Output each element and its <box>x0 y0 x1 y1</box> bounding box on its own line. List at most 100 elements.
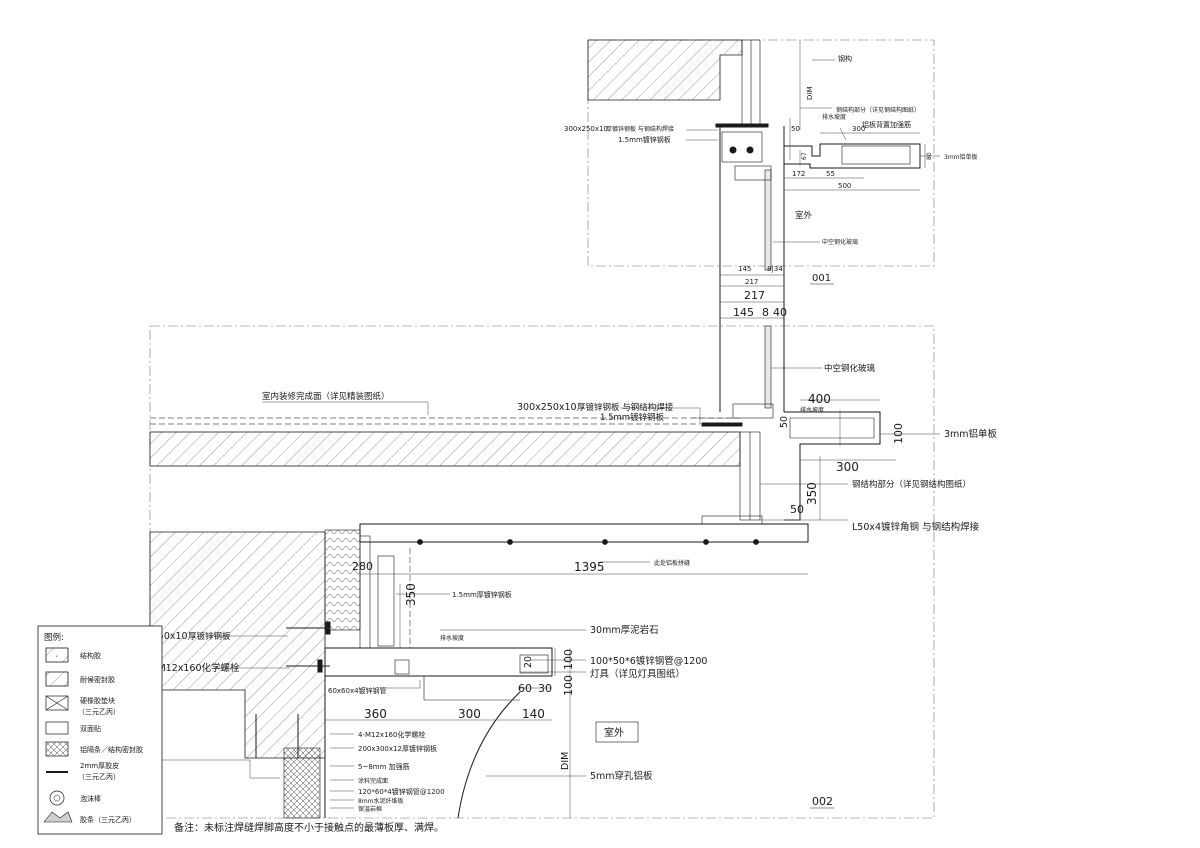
note-interior-002: 室内装修完成面（详见精装图纸） <box>262 391 390 402</box>
dim-50-002: 50 <box>779 416 790 428</box>
note-plate-002: 300x250x10 <box>517 402 577 413</box>
note-joint-002: 此处铝板拼缝 <box>654 559 690 567</box>
note-plate-001: 300x250x10 <box>564 125 608 133</box>
note-pipe-002: 60x60x4镀锌钢管 <box>328 686 387 695</box>
legend-swatch-spacer <box>45 741 69 757</box>
legend-swatch-double-tape <box>45 721 69 735</box>
legend-item-rubber-block: 硬橡胶垫块 <box>80 696 115 705</box>
detail-002-label: 002 <box>812 795 833 808</box>
lower-wall-002 <box>283 747 321 819</box>
dim-360-002: 360 <box>364 707 387 721</box>
bracket-001 <box>721 131 763 163</box>
note-rib-002: 5~8mm 加强筋 <box>358 762 410 771</box>
dim-80-001: 80 <box>926 152 933 160</box>
dim-280-002: 280 <box>352 560 373 573</box>
dim-400-002: 400 <box>808 392 831 406</box>
dim-label-002: DIM <box>560 752 571 770</box>
dim-67-001: 67 <box>801 152 808 160</box>
legend: 图例: 结构胶 耐候密封胶 硬橡胶垫块 （三元乙丙） 双面贴 铝隔条／结构密封胶… <box>37 625 163 835</box>
dim-100b-002: 100 <box>562 649 575 670</box>
dim-300-002: 300 <box>836 460 859 474</box>
dim-50-001: 50 <box>791 125 800 133</box>
floor-slab-002 <box>149 431 741 467</box>
legend-item-double-tape: 双面贴 <box>80 724 101 733</box>
footnote: 备注：未标注焊缝焊脚高度不小于接触点的最薄板厚、满焊。 <box>174 821 444 834</box>
legend-swatch-gasket <box>43 811 73 823</box>
note-stone-002: 30mm厚泥岩石 <box>590 624 659 636</box>
note-tube2-002: 120*60*4镀锌钢管@1200 <box>358 787 445 796</box>
note-outdoor-001: 室外 <box>795 210 813 221</box>
detail-001-frame <box>587 39 935 267</box>
dim-350-002: 350 <box>805 482 819 505</box>
dim-140-002: 140 <box>522 707 545 721</box>
legend-item-weather-sealant: 耐候密封胶 <box>80 675 115 684</box>
dim-172-001: 172 <box>792 170 805 178</box>
note-alu-board-002: 8mm水泥纤维板 <box>358 797 404 805</box>
legend-item-structural-adhesive: 结构胶 <box>80 651 101 660</box>
note-galv-left-002: 1.5mm厚镀锌钢板 <box>452 590 512 599</box>
dim-500-001: 500 <box>838 182 851 190</box>
detail-001-label: 001 <box>812 273 831 284</box>
dim-350b-002: 350 <box>404 583 418 606</box>
note-angle-002: L50x4镀锌角钢 与钢结构焊接 <box>852 521 980 533</box>
dim-20-002: 20 <box>523 656 534 668</box>
detail-001: 钢构 钢结构部分（详见钢结构图纸） 排水坡度 铝板背置加强筋 300x250x1… <box>564 39 978 300</box>
note-alu-reinforce-001: 铝板背置加强筋 <box>862 120 911 129</box>
note-left-plate-note-002: 厚镀锌钢板 <box>188 631 231 642</box>
note-galv-001: 1.5mm镀锌钢板 <box>618 135 671 144</box>
note-drain-002: 排水坡度 <box>800 406 824 414</box>
dim-145-001: 145 <box>738 265 751 273</box>
insulation-002 <box>324 529 361 631</box>
note-steel-part-002: 钢结构部分（详见钢结构图纸） <box>852 479 971 490</box>
note-glass-002: 中空钢化玻璃 <box>824 363 876 374</box>
note-bolt-002: 4-M12x160化学螺栓 <box>148 662 240 674</box>
note-alu-plate-002: 3mm铝单板 <box>944 428 998 440</box>
legend-swatch-foam-rod <box>49 790 65 806</box>
note-plate2-002: 200x300x12 <box>358 745 402 753</box>
slab-001 <box>587 39 743 101</box>
dim-label-001: DIM <box>806 87 814 101</box>
legend-swatch-weather-sealant <box>45 671 69 687</box>
note-plate2-note-002: 厚镀锌钢板 <box>402 744 437 753</box>
glass-001 <box>764 169 772 271</box>
stone-soffit-002 <box>324 647 553 677</box>
legend-item-gasket: 胶条（三元乙丙） <box>80 815 136 824</box>
note-insul-002: 保温岩棉 <box>358 805 382 813</box>
dim-100-002: 100 <box>892 423 905 444</box>
dim-40-002: 40 <box>773 306 787 319</box>
note-steel-frame-001: 钢构 <box>838 54 852 63</box>
glass-002 <box>764 325 772 409</box>
note-perf-002: 5mm穿孔铝板 <box>590 770 653 782</box>
legend-item-rubber-sheet: 2mm厚胶皮 <box>80 761 119 770</box>
legend-title: 图例: <box>44 632 64 643</box>
note-plate-note-002: 厚镀锌钢板 与钢结构焊接 <box>577 402 674 413</box>
note-drain2-002: 排水坡度 <box>440 634 464 642</box>
note-drain-001: 排水坡度 <box>822 113 846 121</box>
legend-item-spacer: 铝隔条／结构密封胶 <box>80 745 143 754</box>
legend-item-foam-rod: 泡沫棒 <box>80 794 101 803</box>
legend-swatch-structural-adhesive <box>45 647 69 663</box>
dim-8-002: 8 <box>762 306 769 319</box>
note-galv-002: 1.5mm镀锌钢板 <box>600 412 665 423</box>
note-plate-note-001: 厚镀锌钢板 与钢结构焊接 <box>606 125 674 133</box>
note-finish-002: 涂料完成面 <box>358 777 388 785</box>
legend-item-rubber-block-sub: （三元乙丙） <box>78 708 120 716</box>
dim-834-001: 8|34 <box>767 265 783 273</box>
note-glass-001: 中空钢化玻璃 <box>822 238 858 246</box>
dim-50b-002: 50 <box>790 503 804 516</box>
beam-002 <box>149 531 326 759</box>
note-steel-part-001: 钢结构部分（详见钢结构图纸） <box>836 106 920 114</box>
note-bolt2-002: 4-M12x160化学螺栓 <box>358 730 425 739</box>
note-tube-002: 100*50*6镀锌钢管@1200 <box>590 655 707 667</box>
dim-217-002: 217 <box>744 289 765 302</box>
note-outdoor-002: 室外 <box>604 726 624 739</box>
dim-100c-002: 100 <box>562 675 575 696</box>
dim-300b-002: 300 <box>458 707 481 721</box>
detail-002: 217 145 8 40 中空钢化玻璃 室内装修完成面（详见精装图纸） <box>128 289 998 819</box>
dim-1395-002: 1395 <box>574 560 605 574</box>
alu-panel-001 <box>784 143 921 169</box>
dim-217-001: 217 <box>745 278 758 286</box>
dim-300-001: 300 <box>852 125 865 133</box>
legend-item-rubber-sheet-sub: （三元乙丙） <box>78 773 120 781</box>
